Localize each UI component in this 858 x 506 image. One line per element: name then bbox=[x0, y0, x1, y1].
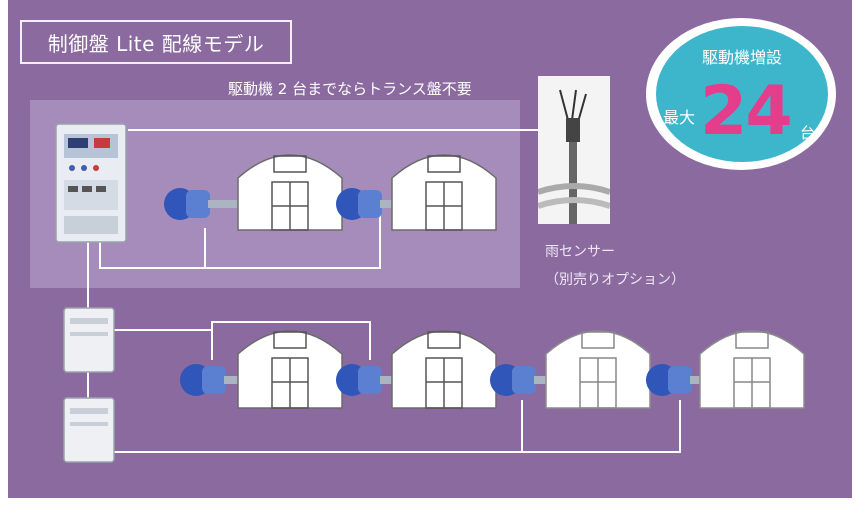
badge-unit: 台 bbox=[800, 124, 816, 142]
greenhouse-icon bbox=[699, 330, 805, 409]
badge-heading: 駆動機増設 bbox=[701, 48, 782, 67]
rain-sensor-photo bbox=[537, 76, 611, 224]
rain-sensor-caption: 雨センサー （別売りオプション） bbox=[545, 238, 685, 294]
rain-sensor-icon bbox=[537, 76, 611, 224]
rain-sensor-note: （別売りオプション） bbox=[545, 272, 685, 288]
diagram-title: 制御盤 Lite 配線モデル bbox=[20, 20, 292, 64]
transformer-box-icon bbox=[63, 307, 115, 373]
zone-caption: 駆動機 2 台までならトランス盤不要 bbox=[228, 80, 472, 98]
row1-wire bbox=[99, 205, 381, 269]
greenhouse-icon bbox=[237, 154, 343, 231]
greenhouse-icon bbox=[391, 154, 497, 231]
greenhouse-icon bbox=[237, 330, 343, 409]
row2-wire-b bbox=[114, 400, 681, 453]
badge-prefix: 最大 bbox=[663, 108, 696, 127]
greenhouse-icon bbox=[391, 330, 497, 409]
badge-circle bbox=[656, 26, 828, 162]
rain-sensor-label: 雨センサー bbox=[545, 244, 615, 260]
transformer-box-icon bbox=[63, 397, 115, 463]
badge-number: 24 bbox=[700, 72, 793, 151]
greenhouse-icon bbox=[545, 330, 651, 409]
motor-icon bbox=[164, 188, 238, 220]
control-panel-icon bbox=[55, 123, 127, 243]
